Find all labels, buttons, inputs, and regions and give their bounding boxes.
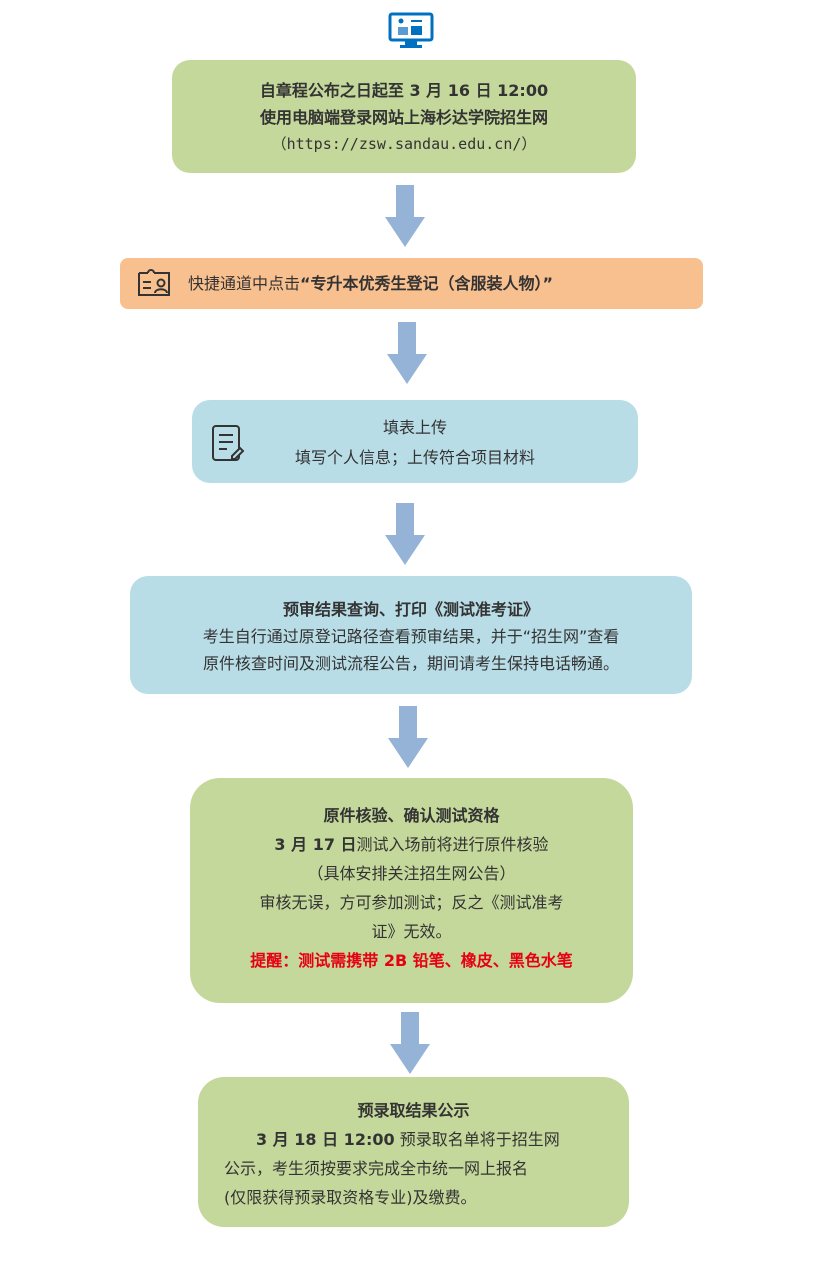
step-fill-form-title: 填表上传 xyxy=(382,418,447,437)
shortcut-prefix: 快捷通道中点击 xyxy=(188,274,301,293)
computer-icon xyxy=(388,12,434,48)
step-verify-date: 3 月 17 日 xyxy=(274,835,357,854)
step-prereview: 预审结果查询、打印《测试准考证》 考生自行通过原登记路径查看预审结果，并于“招生… xyxy=(130,576,692,694)
step-prereview-line1: 考生自行通过原登记路径查看预审结果，并于“招生网”查看 xyxy=(202,627,620,646)
step-result-line1: 预录取名单将于招生网 xyxy=(394,1130,560,1149)
step-result-line3: (仅限获得预录取资格专业)及缴费。 xyxy=(224,1188,477,1207)
step-result-line2: 公示，考生须按要求完成全市统一网上报名 xyxy=(224,1159,529,1178)
arrow-down-icon xyxy=(385,185,425,247)
step-login: 自章程公布之日起至 3 月 16 日 12:00 使用电脑端登录网站上海杉达学院… xyxy=(172,60,636,173)
form-edit-icon xyxy=(212,425,245,461)
arrow-down-icon xyxy=(388,706,428,768)
step-verify-line1: 测试入场前将进行原件核验 xyxy=(356,835,549,854)
step-verify-title: 原件核验、确认测试资格 xyxy=(323,806,500,825)
step-shortcut: 快捷通道中点击“专升本优秀生登记（含服装人物）” xyxy=(120,258,703,309)
arrow-down-icon xyxy=(390,1012,430,1074)
step-login-line2: 使用电脑端登录网站上海杉达学院招生网 xyxy=(259,108,548,127)
step-verify-line4: 证》无效。 xyxy=(371,922,452,941)
arrow-down-icon xyxy=(385,503,425,565)
id-card-icon xyxy=(138,269,170,296)
step-verify-line3: 审核无误，方可参加测试；反之《测试准考 xyxy=(259,893,564,912)
step-prereview-line2: 原件核查时间及测试流程公告，期间请考生保持电话畅通。 xyxy=(202,654,619,673)
step-result-date: 3 月 18 日 12:00 xyxy=(256,1130,395,1149)
step-fill-form-desc: 填写个人信息；上传符合项目材料 xyxy=(294,448,535,467)
step-verify-line2: （具体安排关注招生网公告） xyxy=(307,864,516,883)
step-fill-form: 填表上传 填写个人信息；上传符合项目材料 xyxy=(192,400,638,483)
step-result: 预录取结果公示 3 月 18 日 12:00 预录取名单将于招生网 公示，考生须… xyxy=(198,1077,629,1227)
step-login-line1: 自章程公布之日起至 3 月 16 日 12:00 xyxy=(259,81,549,100)
step-verify-reminder: 提醒：测试需携带 2B 铅笔、橡皮、黑色水笔 xyxy=(250,951,573,970)
step-result-title: 预录取结果公示 xyxy=(357,1101,470,1120)
step-login-url: （https://zsw.sandau.edu.cn/） xyxy=(271,135,537,153)
step-verify: 原件核验、确认测试资格 3 月 17 日测试入场前将进行原件核验 （具体安排关注… xyxy=(190,778,633,1003)
shortcut-link-text: “专升本优秀生登记（含服装人物）” xyxy=(300,274,554,293)
step-prereview-title: 预审结果查询、打印《测试准考证》 xyxy=(282,600,539,619)
arrow-down-icon xyxy=(387,322,427,384)
